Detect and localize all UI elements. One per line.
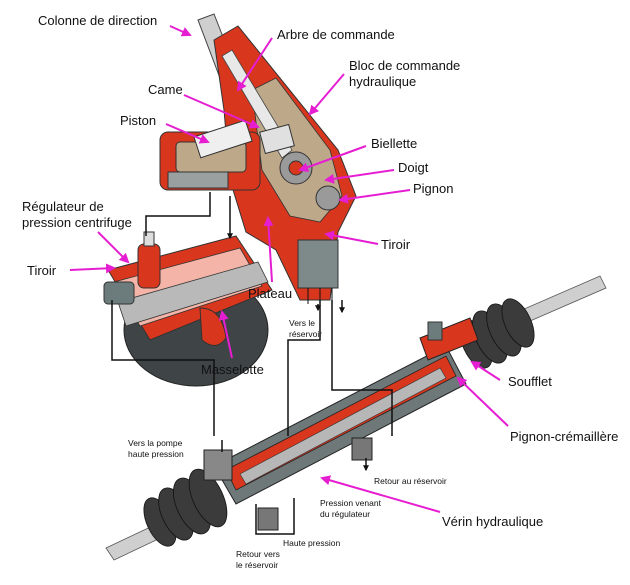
label-plateau: Plateau: [248, 286, 293, 301]
label-retour-au-reservoir: Retour au réservoir: [374, 476, 447, 486]
label-soufflet: Soufflet: [508, 374, 552, 389]
label-vers-le-reservoir: Vers le réservoir: [289, 318, 323, 339]
label-tiroir-left: Tiroir: [27, 263, 57, 278]
label-pression-venant: Pression venant du régulateur: [320, 498, 381, 519]
label-came: Came: [148, 82, 183, 97]
label-pignon-cremaillere: Pignon-crémaillère: [510, 429, 619, 444]
label-piston: Piston: [120, 113, 157, 128]
label-vers-la-pompe: Vers la pompe haute pression: [128, 438, 184, 459]
label-biellette: Biellette: [371, 136, 418, 151]
label-retour-vers-le-reservoir: Retour vers le réservoir: [236, 549, 280, 570]
label-pignon: Pignon: [413, 181, 454, 196]
leader-lines: [69, 25, 509, 513]
control-block-illustration: [159, 13, 357, 304]
label-tiroir-right: Tiroir: [381, 237, 411, 252]
rack-illustration: [105, 275, 607, 561]
label-verin-hydraulique: Vérin hydraulique: [442, 514, 544, 529]
label-bloc-de-commande: Bloc de commande hydraulique: [349, 58, 461, 89]
hydraulic-pipes: [111, 192, 393, 535]
label-doigt: Doigt: [398, 160, 429, 175]
label-regulateur: Régulateur de pression centrifuge: [22, 199, 132, 230]
label-haute-pression: Haute pression: [283, 538, 341, 548]
label-arbre-de-commande: Arbre de commande: [277, 27, 395, 42]
label-colonne-de-direction: Colonne de direction: [38, 13, 158, 28]
label-masselotte: Masselotte: [201, 362, 264, 377]
